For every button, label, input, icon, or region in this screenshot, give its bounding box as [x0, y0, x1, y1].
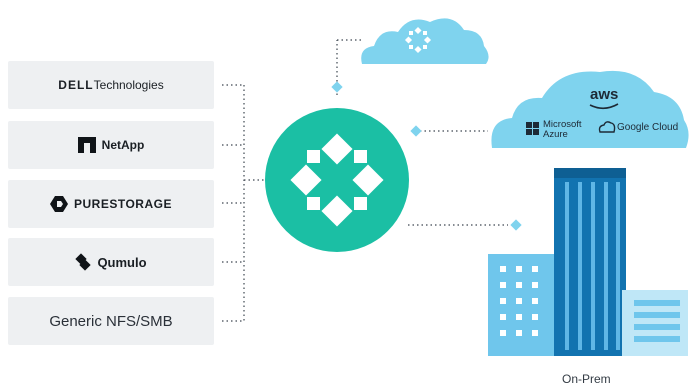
- cloud-icon: [491, 70, 689, 148]
- azure-label-line2: Azure: [543, 129, 568, 140]
- diamond-bottom: [510, 219, 522, 231]
- azure-label-line1: Microsoft: [543, 119, 582, 130]
- vendor-generic-nfs-smb: Generic NFS/SMB: [8, 297, 214, 345]
- vendor-netapp: NetApp: [8, 121, 214, 169]
- purestorage-logo-icon: [50, 196, 69, 212]
- building-icon: [488, 254, 558, 356]
- aws-label: aws: [590, 86, 619, 103]
- cloud-icon: [361, 18, 489, 64]
- google-cloud-icon: [598, 121, 616, 133]
- rubrik-hub: [265, 108, 409, 252]
- building-icon: [554, 168, 626, 356]
- dell-logo-icon: DELLTechnologies: [58, 78, 163, 92]
- google-cloud-label: Google Cloud: [617, 122, 679, 133]
- vendor-qumulo: Qumulo: [8, 238, 214, 286]
- aws-logo-icon: [589, 103, 619, 110]
- diamond-right: [410, 125, 422, 137]
- qumulo-logo-icon: [75, 253, 92, 271]
- purestorage-label: PURESTORAGE: [74, 197, 172, 211]
- diamond-top: [331, 81, 343, 93]
- rubrik-logo-icon: [404, 26, 432, 54]
- azure-label: Microsoft Azure: [543, 120, 582, 140]
- public-cloud: [491, 70, 689, 148]
- rubrik-logo-icon: [290, 133, 384, 227]
- netapp-label: NetApp: [101, 138, 145, 152]
- qumulo-label: Qumulo: [97, 254, 147, 270]
- vendor-purestorage: PURESTORAGE: [8, 180, 214, 228]
- dell-label-suffix: Technologies: [93, 78, 164, 92]
- generic-nfs-smb-label: Generic NFS/SMB: [49, 312, 173, 330]
- on-prem-buildings: [488, 168, 688, 356]
- on-prem-label: On-Prem: [562, 372, 611, 386]
- azure-logo-icon: [526, 122, 539, 135]
- netapp-logo-icon: [77, 137, 96, 153]
- building-icon: [622, 290, 688, 356]
- vendor-dell: DELLTechnologies: [8, 61, 214, 109]
- dell-label: DELL: [58, 78, 94, 92]
- private-cloud: [361, 18, 489, 64]
